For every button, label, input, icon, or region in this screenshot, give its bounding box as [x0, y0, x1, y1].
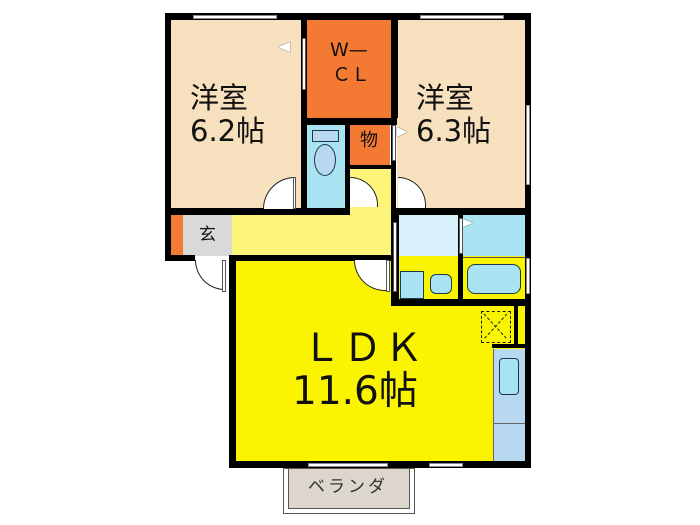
wall-kitchen-partition-foot	[492, 344, 525, 348]
door-arrow-icon	[397, 127, 407, 137]
shoe-cabinet	[171, 214, 183, 256]
kitchen-sink-icon	[499, 358, 519, 395]
room-size: 11.6帖	[292, 368, 418, 414]
ldk-label: ＬＤＫ 11.6帖	[292, 326, 426, 414]
storage-fill	[350, 125, 390, 165]
entrance-fill	[183, 214, 232, 256]
western-room-1-label: 洋室 6.2帖	[190, 81, 266, 149]
wall-storage-bottom	[345, 165, 392, 169]
door-room1-leaf	[293, 177, 296, 209]
kitchen-counter-divider	[493, 423, 525, 424]
wall-room2-left-lower	[391, 118, 396, 215]
window-bath	[526, 258, 530, 294]
door-entrance-leaf	[222, 260, 226, 292]
door-washroom-sliding[interactable]	[393, 222, 397, 292]
washing-machine-icon	[430, 274, 452, 294]
door-bath[interactable]	[459, 218, 463, 254]
window-ldk-2	[429, 463, 463, 467]
entrance-label: 玄	[199, 225, 216, 245]
refrigerator-space-icon	[481, 311, 511, 343]
walk-in-closet-label: W— ＣＬ	[330, 38, 370, 87]
wall-room2-left	[391, 13, 398, 118]
window-room1	[193, 15, 277, 19]
door-entrance[interactable]	[195, 260, 225, 290]
door-ldk-leaf	[386, 260, 390, 292]
storage-label: 物	[360, 130, 378, 151]
room-type: 洋室	[190, 81, 249, 115]
wall-right	[525, 13, 531, 468]
wall-top	[165, 13, 531, 20]
door-arrow-icon	[463, 219, 473, 227]
walk-in-closet-fill	[306, 19, 393, 120]
door-storage[interactable]	[392, 125, 396, 161]
door-wcl-sliding[interactable]	[302, 38, 306, 90]
washbasin-icon	[400, 271, 424, 299]
bath-divider-line	[463, 257, 525, 258]
room-type: 洋室	[416, 81, 475, 115]
wall-ldk-top	[229, 255, 395, 261]
hallway-fill	[232, 214, 394, 256]
toilet-tank-icon	[312, 130, 339, 142]
room-type-2: ＣＬ	[332, 63, 371, 86]
room-size: 6.2帖	[190, 114, 266, 149]
room-type: W—	[330, 39, 368, 61]
wall-left	[165, 13, 171, 260]
wall-kitchen-partition	[514, 304, 518, 346]
wall-room1-right	[301, 13, 307, 215]
kitchen-yellow-strip	[519, 306, 525, 344]
bathtub-icon	[467, 264, 521, 294]
room-size: 6.3帖	[416, 114, 492, 149]
balcony-inner	[288, 469, 410, 509]
window-ldk-1	[308, 463, 388, 467]
room-type: ＬＤＫ	[302, 326, 426, 371]
door-arrow-icon	[278, 42, 290, 52]
wall-entry-bottom	[165, 255, 195, 261]
western-room-2-fill	[397, 19, 526, 209]
western-room-2-label: 洋室 6.3帖	[416, 81, 492, 149]
window-room2-side	[526, 105, 530, 185]
wall-room1-bottom	[165, 208, 350, 215]
wall-ldk-left	[229, 255, 236, 468]
balcony	[283, 468, 415, 514]
wall-bath-divider	[458, 208, 463, 306]
balcony-label: ベランダ	[308, 477, 388, 497]
toilet-bowl-icon	[314, 144, 336, 176]
window-room2	[420, 15, 504, 19]
